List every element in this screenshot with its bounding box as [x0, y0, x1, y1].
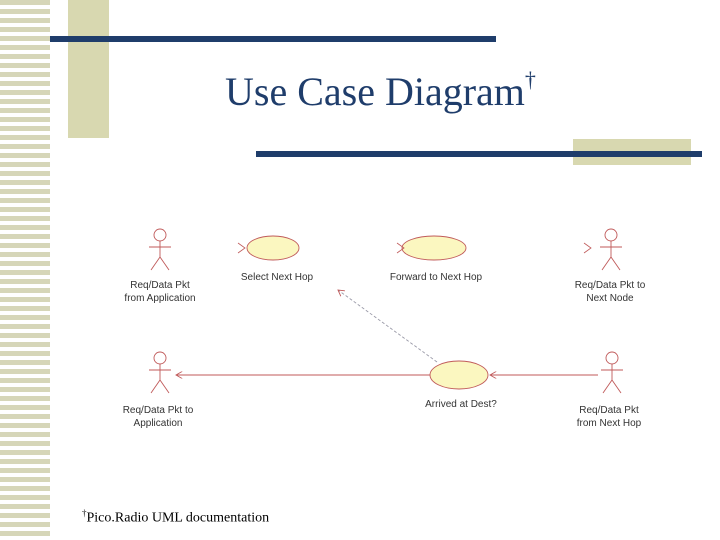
use-case-2-ellipse: [401, 235, 467, 261]
actor-3-label-line1: Req/Data Pkt to: [122, 405, 194, 416]
actor-2-arrowhead: [583, 242, 592, 254]
use-case-1-ellipse: [246, 235, 300, 261]
actor-1-figure: [149, 228, 171, 271]
uc-2-arrowhead: [396, 242, 405, 254]
actor-2-figure: [600, 228, 622, 271]
title-bar-bottom: [256, 151, 702, 157]
title-bar-top: [50, 36, 496, 42]
footnote-text: Pico.Radio UML documentation: [86, 510, 270, 526]
uc-1-arrowhead: [237, 242, 246, 254]
slide-title-text: Use Case Diagram: [225, 69, 525, 114]
use-case-3-label: Arrived at Dest?: [425, 399, 497, 410]
use-case-1-label: Select Next Hop: [240, 272, 314, 283]
footnote-dagger: †: [82, 508, 87, 518]
dependency-line: [338, 290, 438, 363]
actor-4-label-line1: Req/Data Pkt: [579, 405, 639, 416]
footnote: †Pico.Radio UML documentation: [82, 508, 269, 527]
title-dagger: †: [524, 66, 536, 92]
actor-2-label-line1: Req/Data Pkt to: [574, 280, 646, 291]
use-case-3-ellipse: [429, 360, 489, 390]
actor-3-label-line2: Application: [133, 418, 183, 429]
actor-1-label-line2: from Application: [124, 293, 196, 304]
actor-4-label: Req/Data Pkt from Next Hop: [559, 404, 659, 430]
actor-3-figure: [149, 351, 171, 394]
decorative-stripes: [0, 0, 50, 540]
actor-4-label-line2: from Next Hop: [576, 418, 642, 429]
actor-3-label: Req/Data Pkt to Application: [108, 404, 208, 430]
actor-2-label: Req/Data Pkt to Next Node: [560, 279, 660, 305]
actor-4-figure: [601, 351, 623, 394]
actor-1-label: Req/Data Pkt from Application: [110, 279, 210, 305]
actor-2-label-line2: Next Node: [586, 293, 634, 304]
decorative-block-left: [68, 0, 109, 138]
use-case-2-label: Forward to Next Hop: [389, 272, 483, 283]
slide-title: Use Case Diagram†: [225, 66, 585, 115]
actor-1-label-line1: Req/Data Pkt: [130, 280, 190, 291]
